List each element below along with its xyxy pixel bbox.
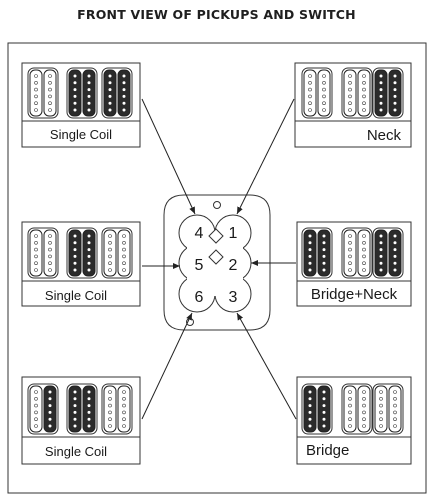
diagram-title: FRONT VIEW OF PICKUPS AND SWITCH bbox=[77, 7, 356, 22]
pickup-dark bbox=[66, 383, 98, 435]
panel-top-left: Single Coil bbox=[21, 62, 141, 148]
connector-arrows bbox=[141, 98, 297, 420]
pickup-group-mid-left bbox=[27, 227, 133, 279]
pickup-dark bbox=[301, 383, 333, 435]
arrow-to-position-3 bbox=[236, 312, 297, 420]
switch-number-5: 5 bbox=[195, 257, 204, 274]
pickup-group-mid-right bbox=[301, 227, 404, 279]
pickup-white bbox=[27, 227, 59, 279]
pickup-group-top-right bbox=[301, 67, 404, 119]
switch-contact-diamond bbox=[208, 228, 224, 244]
pickup-dark bbox=[301, 227, 333, 279]
arrow-to-position-6 bbox=[141, 312, 193, 420]
pickup-dark bbox=[66, 227, 98, 279]
pickup-white bbox=[341, 383, 373, 435]
panel-label-mid-left: Single Coil bbox=[45, 288, 107, 303]
arrow-to-position-4 bbox=[141, 98, 196, 215]
panel-label-mid-right: Bridge+Neck bbox=[311, 286, 398, 303]
switch-number-1: 1 bbox=[229, 225, 238, 242]
panel-label-bottom-left: Single Coil bbox=[45, 444, 107, 459]
switch-number-4: 4 bbox=[195, 225, 204, 242]
panel-label-top-right: Neck bbox=[367, 127, 402, 144]
arrow-to-position-1 bbox=[236, 98, 295, 215]
pickup-white bbox=[372, 383, 404, 435]
panel-mid-right: Bridge+Neck bbox=[296, 221, 412, 307]
pickup-white bbox=[27, 67, 59, 119]
pickup-group-bottom-right bbox=[301, 383, 404, 435]
pickup-group-bottom-left bbox=[27, 383, 133, 435]
switch-number-2: 2 bbox=[229, 257, 238, 274]
pickup-white bbox=[101, 383, 133, 435]
screw-hole-top bbox=[213, 201, 221, 209]
switch-contact-diamond bbox=[208, 249, 224, 265]
selector-switch: 4 1 5 2 6 3 bbox=[163, 194, 271, 331]
pickup-dark bbox=[372, 227, 404, 279]
pickup-white bbox=[301, 67, 333, 119]
pickup-white bbox=[341, 67, 373, 119]
pickup-group-top-left bbox=[27, 67, 133, 119]
switch-number-6: 6 bbox=[195, 289, 204, 306]
pickup-dark bbox=[101, 67, 133, 119]
panel-bottom-left: Single Coil bbox=[21, 376, 141, 465]
pickup-white bbox=[341, 227, 373, 279]
switch-number-3: 3 bbox=[229, 289, 238, 306]
pickup-half bbox=[27, 383, 59, 435]
panel-mid-left: Single Coil bbox=[21, 221, 141, 307]
panel-bottom-right: Bridge bbox=[296, 376, 412, 465]
panel-label-top-left: Single Coil bbox=[50, 127, 112, 142]
panel-label-bottom-right: Bridge bbox=[306, 442, 349, 459]
pickup-white bbox=[101, 227, 133, 279]
panel-top-right: Neck bbox=[294, 62, 412, 148]
pickup-dark bbox=[66, 67, 98, 119]
pickup-dark bbox=[372, 67, 404, 119]
